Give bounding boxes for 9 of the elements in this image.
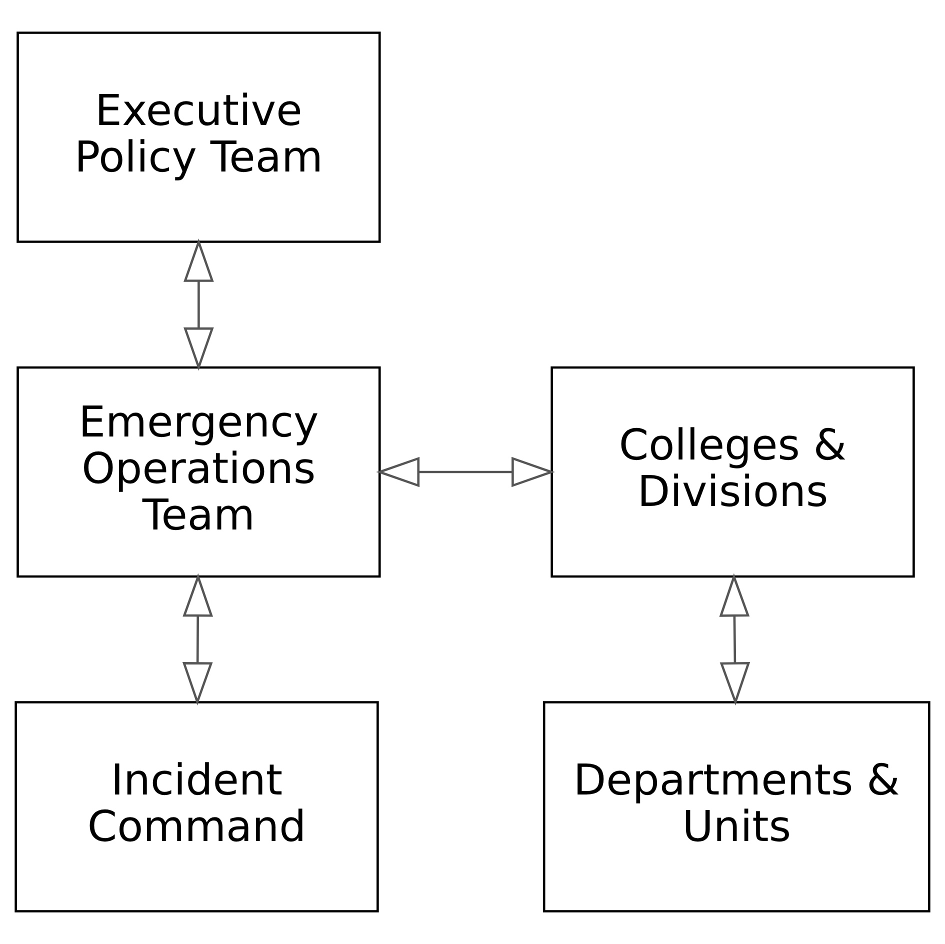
node-box: Colleges & Divisions — [550, 366, 915, 578]
arrow — [184, 238, 214, 371]
arrow — [719, 573, 750, 706]
node-box: Emergency Operations Team — [16, 366, 381, 578]
node-box: Executive Policy Team — [16, 32, 381, 243]
arrow — [376, 456, 555, 488]
node-box: Departments & Units — [542, 701, 930, 912]
node-box: Incident Command — [14, 701, 379, 912]
arrow — [182, 573, 214, 706]
